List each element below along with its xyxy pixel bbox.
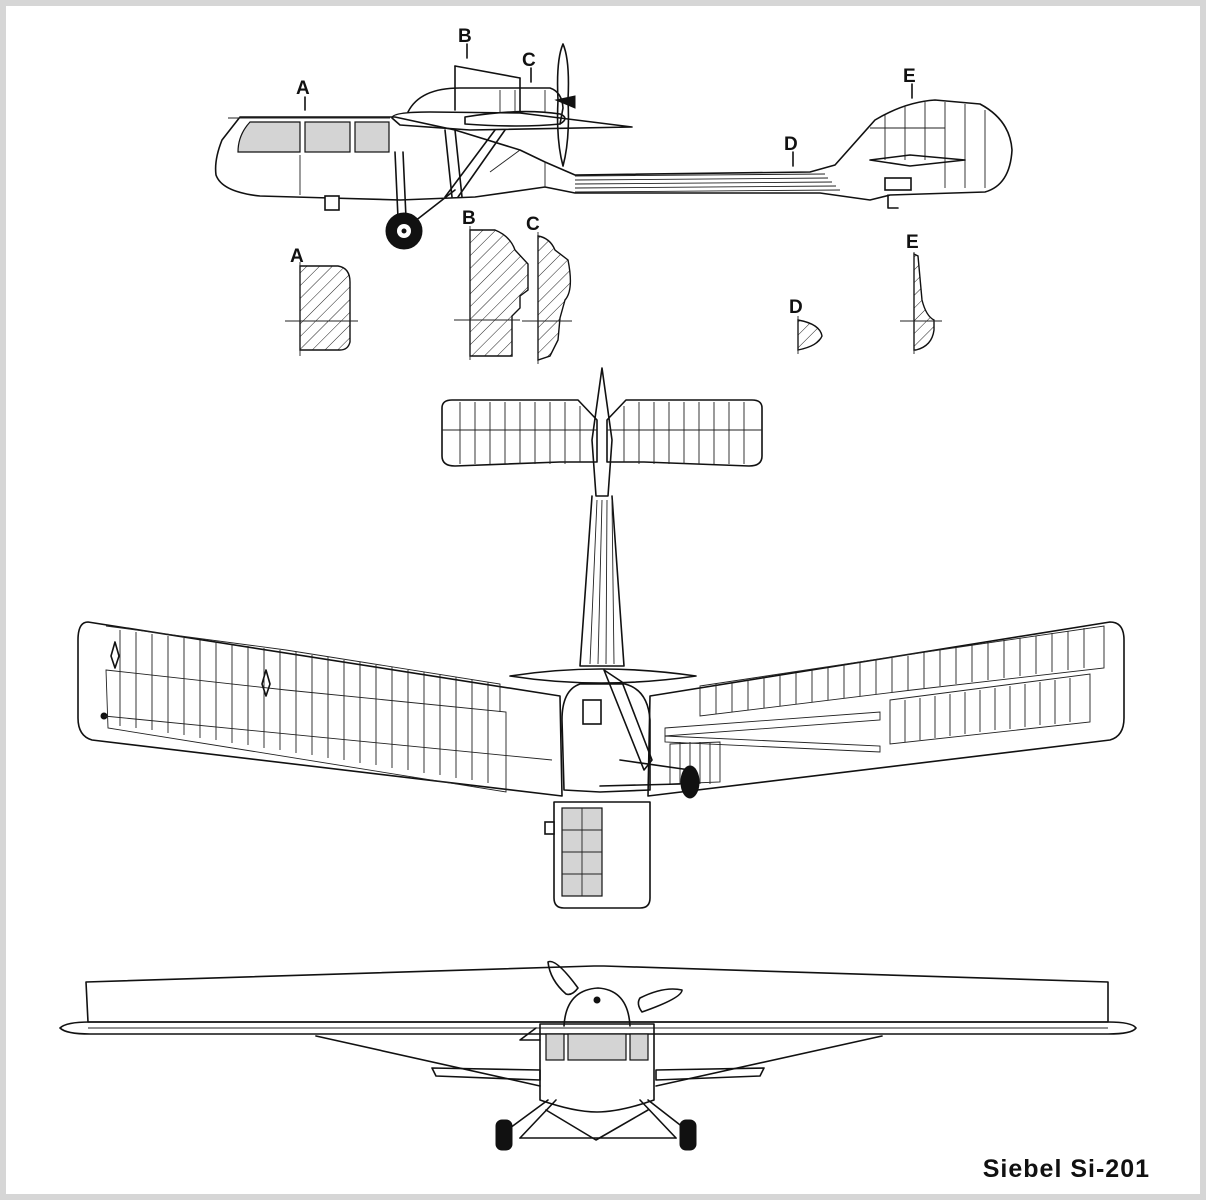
svg-text:C: C	[526, 214, 540, 235]
section-c: C	[522, 214, 572, 364]
svg-text:D: D	[789, 297, 803, 318]
left-wing-ribs	[100, 630, 553, 783]
section-b: B	[454, 208, 529, 360]
svg-text:E: E	[903, 66, 916, 87]
drawing-sheet: A B C D E A B	[6, 6, 1200, 1194]
svg-text:A: A	[290, 246, 304, 267]
svg-text:D: D	[784, 134, 798, 155]
marker-a: A	[296, 78, 310, 111]
section-a: A	[285, 246, 358, 356]
tailplane-ribs	[459, 402, 745, 464]
svg-text:E: E	[906, 232, 919, 253]
section-e: E	[900, 232, 942, 354]
cross-sections: A B C D E	[285, 208, 942, 364]
svg-text:A: A	[296, 78, 310, 99]
three-view-drawing: A B C D E A B	[59, 26, 1137, 1151]
drawing-title: Siebel Si-201	[982, 1155, 1150, 1183]
section-d: D	[789, 297, 823, 354]
right-wing-ribs	[664, 628, 1085, 785]
top-view	[77, 367, 1125, 909]
marker-c: C	[522, 50, 536, 83]
front-view	[59, 960, 1137, 1151]
marker-b: B	[458, 26, 472, 59]
svg-text:B: B	[462, 208, 476, 229]
marker-d: D	[784, 134, 798, 167]
svg-text:B: B	[458, 26, 472, 47]
marker-e: E	[903, 66, 916, 99]
side-view: A B C D E	[214, 26, 1013, 250]
svg-text:C: C	[522, 50, 536, 71]
